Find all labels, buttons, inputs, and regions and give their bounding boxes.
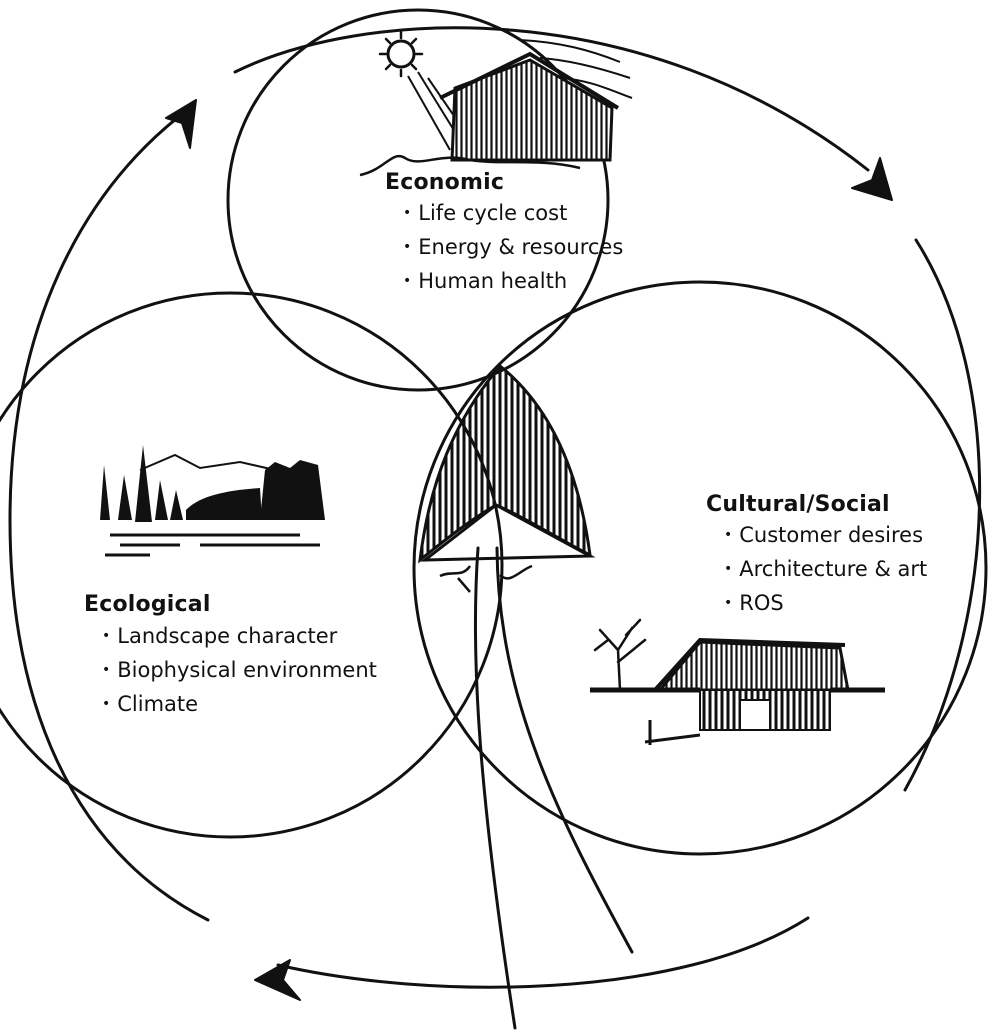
list-item: Life cycle cost	[403, 198, 623, 232]
list-item: Landscape character	[102, 621, 377, 655]
list-item: Human health	[403, 266, 623, 300]
economic-heading: Economic	[385, 170, 623, 195]
list-item: Energy & resources	[403, 232, 623, 266]
sun-icon	[388, 41, 414, 67]
circle-ecological	[0, 293, 502, 837]
ecological-heading: Ecological	[84, 592, 377, 617]
list-item: Architecture & art	[724, 554, 927, 588]
arrowhead-top-right-icon	[852, 158, 892, 200]
arrowhead-bottom-icon	[255, 960, 300, 1000]
list-item: Biophysical environment	[102, 655, 377, 689]
snowy-cabin-sketch	[590, 620, 885, 745]
arrow-bottom-arc	[278, 918, 808, 987]
cultural-list: Customer desires Architecture & art ROS	[724, 520, 927, 622]
list-item: Customer desires	[724, 520, 927, 554]
list-item: Climate	[102, 689, 377, 723]
cultural-heading: Cultural/Social	[706, 492, 927, 517]
cultural-block: Cultural/Social Customer desires Archite…	[706, 492, 927, 622]
list-item: ROS	[724, 588, 927, 622]
ecological-block: Ecological Landscape character Biophysic…	[84, 592, 377, 723]
lake-forest-sketch	[100, 445, 325, 555]
ecological-list: Landscape character Biophysical environm…	[102, 621, 377, 723]
economic-list: Life cycle cost Energy & resources Human…	[403, 198, 623, 300]
center-stems	[475, 548, 632, 1028]
economic-block: Economic Life cycle cost Energy & resour…	[385, 170, 623, 300]
sun-cabin-sketch	[360, 32, 632, 175]
